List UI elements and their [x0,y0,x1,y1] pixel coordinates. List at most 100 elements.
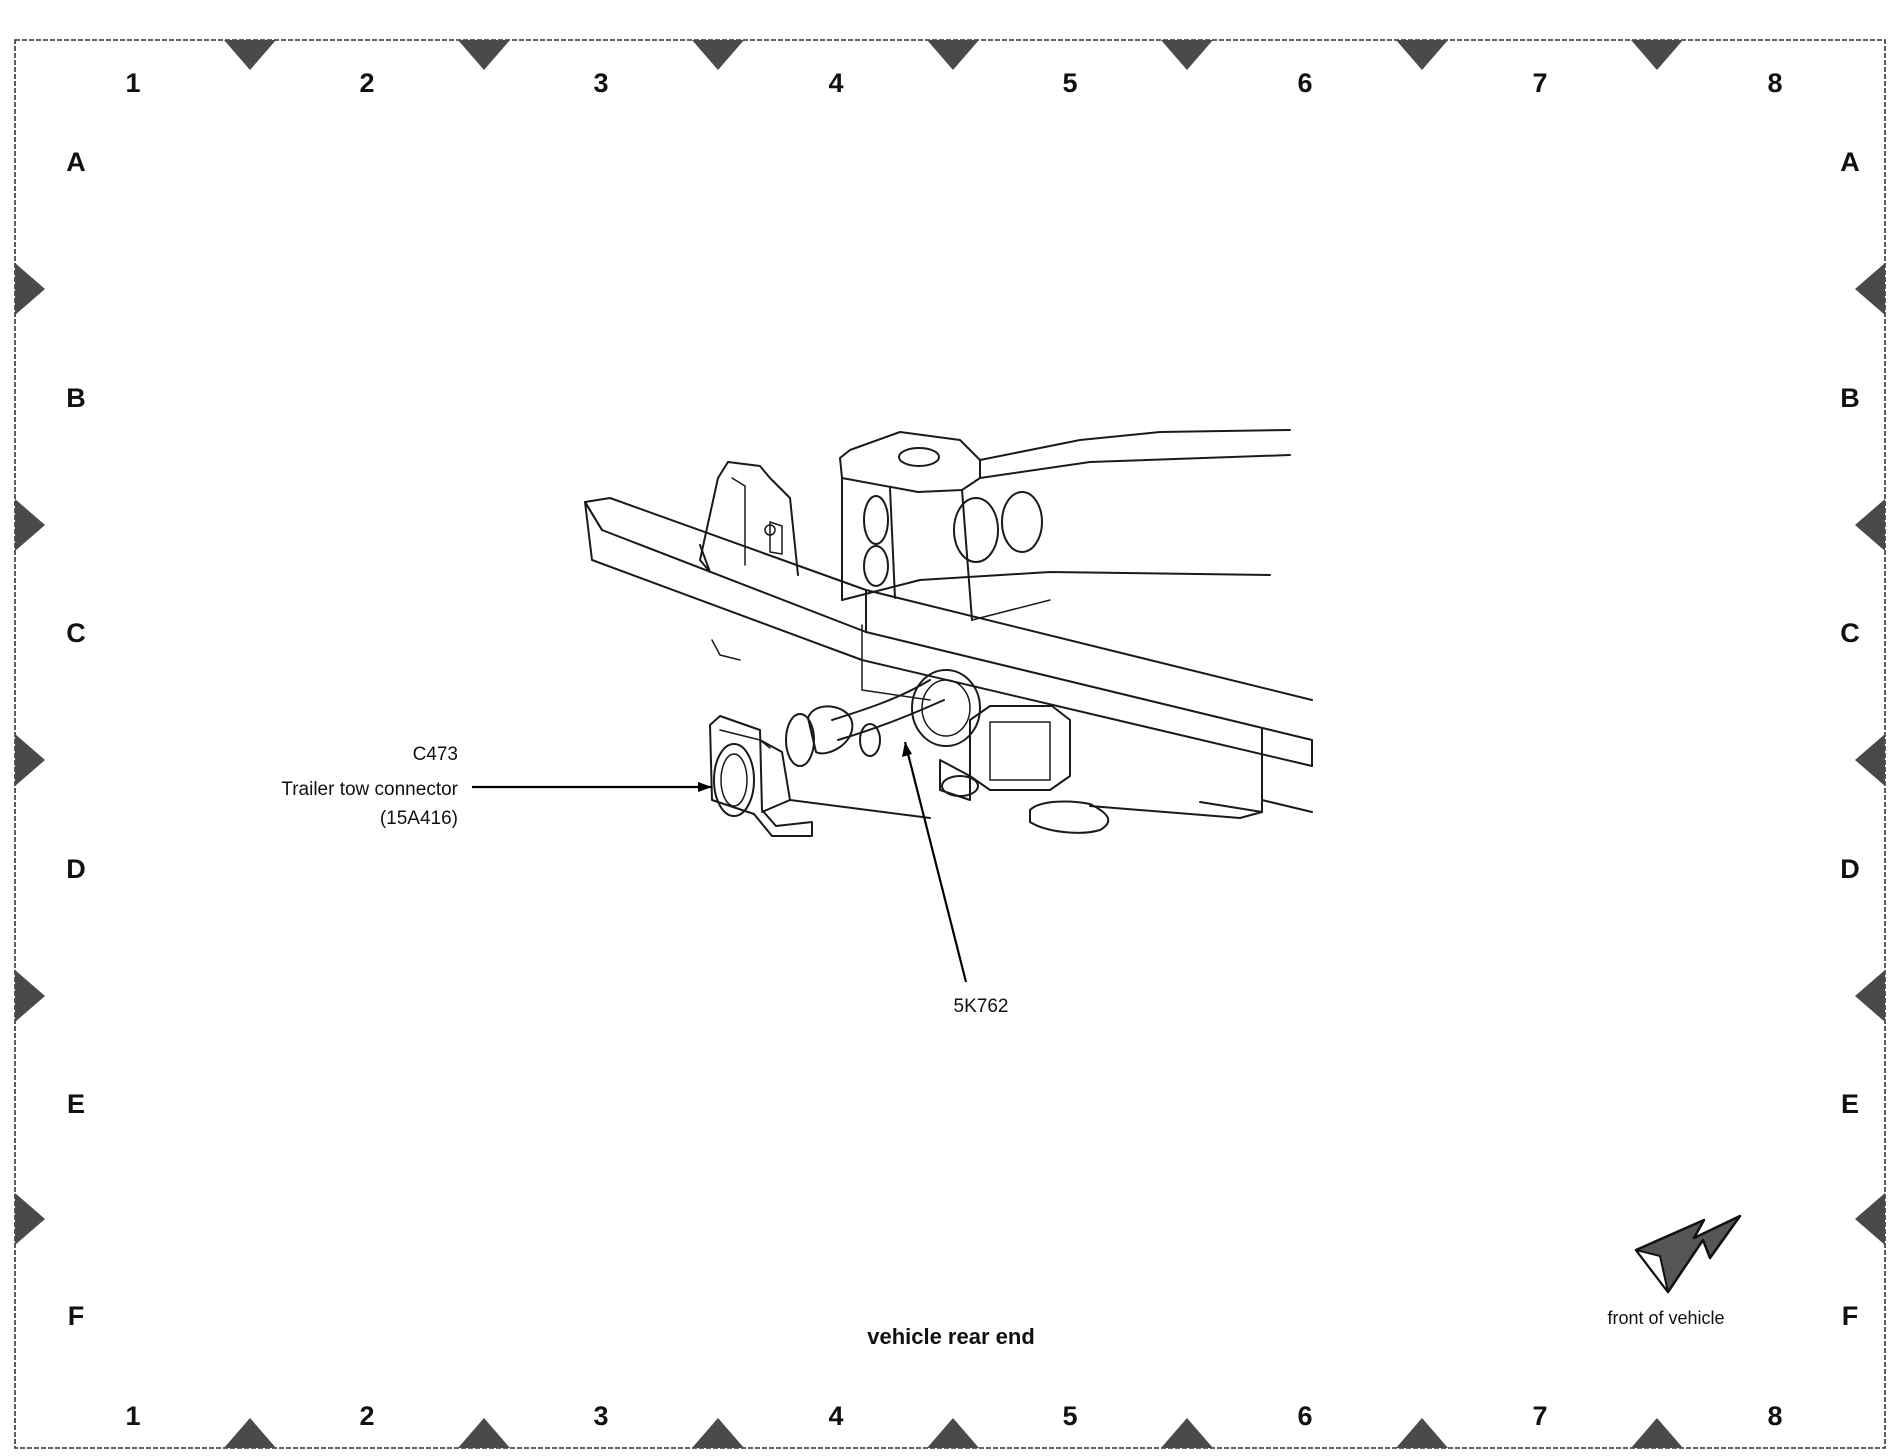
grid-tick-marker [15,499,45,551]
bumper-receiver-face [861,624,931,701]
hitch-pin-end [941,775,979,797]
trailer-connector-face [713,743,755,817]
receiver-grommet-outer [911,669,981,747]
hitch-ball-mount [1029,800,1110,834]
grid-tick-marker [458,1418,510,1448]
harness-cable-lower [837,699,945,741]
leader-lines [472,741,968,983]
connector-callout: C473 Trailer tow connector (15A416) [281,744,458,829]
grid-tick-marker [458,40,510,70]
grid-tick-marker [1855,263,1885,315]
column-label-bottom: 6 [1297,1401,1312,1431]
sheet-border [14,39,1886,1449]
column-label-top: 7 [1532,68,1547,98]
grid-tick-marker [1855,734,1885,786]
grid-tick-marker [1855,499,1885,551]
orientation-label: front of vehicle [1607,1308,1724,1328]
hitch-receiver-opening [989,721,1051,781]
row-label-left: C [66,618,86,648]
diagram-caption: vehicle rear end [867,1324,1035,1349]
crossmember-top [839,431,981,493]
row-label-left: E [67,1089,85,1119]
grid-tick-marker [1631,1418,1683,1448]
connector-leader-arrowhead [698,782,712,792]
column-label-top: 8 [1767,68,1782,98]
harness-cable-upper [831,679,931,721]
row-tick-markers-left [15,263,45,1245]
grid-tick-marker [1161,1418,1213,1448]
column-label-top: 6 [1297,68,1312,98]
frame-rail-top-far [979,429,1291,461]
crossmember-hole [863,545,889,587]
grid-tick-marker [927,40,979,70]
trailer-connector-body [709,715,813,837]
column-label-top: 4 [828,68,843,98]
crossmember-hole [863,495,889,545]
frame-bracket-edge [731,477,746,566]
column-label-top: 1 [125,68,140,98]
grid-tick-marker [15,970,45,1022]
frame-rail-top-near [979,454,1291,479]
frame-rail-lower [841,571,1271,601]
frame-rail-inner [971,599,1051,621]
frame-rail-end [1261,727,1313,813]
row-label-left: A [66,147,86,177]
grid-tick-marker [1161,40,1213,70]
harness-leader-line [903,741,968,983]
grid-tick-marker [1631,40,1683,70]
row-labels-left: A B C D E F [66,147,86,1331]
row-label-left: D [66,854,86,884]
row-label-left: F [68,1301,85,1331]
grid-tick-marker [1396,40,1448,70]
bumper-end-edge [584,501,603,531]
grid-tick-marker [15,734,45,786]
receiver-grommet-inner [921,679,971,737]
grid-tick-marker [1855,1193,1885,1245]
frame-bracket-tab [699,544,711,573]
row-label-right: A [1840,147,1860,177]
column-labels-bottom: 1 2 3 4 5 6 7 8 [125,1401,1782,1431]
column-label-bottom: 7 [1532,1401,1547,1431]
connector-part-label: (15A416) [380,808,458,829]
frame-lightening-hole [1001,491,1043,553]
grid-tick-marker [1396,1418,1448,1448]
row-label-right: B [1840,383,1860,413]
orientation-arrow-icon [1634,1214,1742,1294]
orientation-arrow-tail [1635,1249,1669,1293]
grid-tick-marker [224,1418,276,1448]
harness-plug-rear [859,723,881,757]
hitch-receiver-outline [969,705,1071,791]
bracket-bolt-head [764,524,776,536]
row-tick-markers-right [1855,263,1885,1245]
column-label-bottom: 1 [125,1401,140,1431]
column-label-top: 2 [359,68,374,98]
grid-tick-marker [692,40,744,70]
bumper-top-edge [584,497,1313,701]
column-label-top: 5 [1062,68,1077,98]
row-label-right: D [1840,854,1860,884]
grid-tick-marker [692,1418,744,1448]
row-label-right: C [1840,618,1860,648]
grid-tick-marker [1855,970,1885,1022]
row-labels-right: A B C D E F [1840,147,1860,1331]
column-tick-markers-top [224,40,1683,70]
column-label-bottom: 4 [828,1401,843,1431]
crossmember-right-edge [961,489,973,621]
grid-tick-marker [224,40,276,70]
frame-bracket-left [699,461,799,576]
crossmember-top-hole [898,447,940,467]
column-label-bottom: 2 [359,1401,374,1431]
harness-id-label: 5K762 [954,996,1009,1017]
harness-leader-arrowhead [902,742,912,757]
connector-id-label: C473 [413,744,458,765]
harness-plug-ring [785,713,815,767]
crossmember-center-edge [889,487,896,599]
vehicle-frame-illustration [584,429,1313,837]
trailer-connector-side [759,739,791,813]
column-labels-top: 1 2 3 4 5 6 7 8 [125,68,1782,98]
frame-bottom-edge [1089,805,1263,819]
column-tick-markers-bottom [224,1418,1683,1448]
harness-plug-body [807,705,854,755]
column-label-top: 3 [593,68,608,98]
